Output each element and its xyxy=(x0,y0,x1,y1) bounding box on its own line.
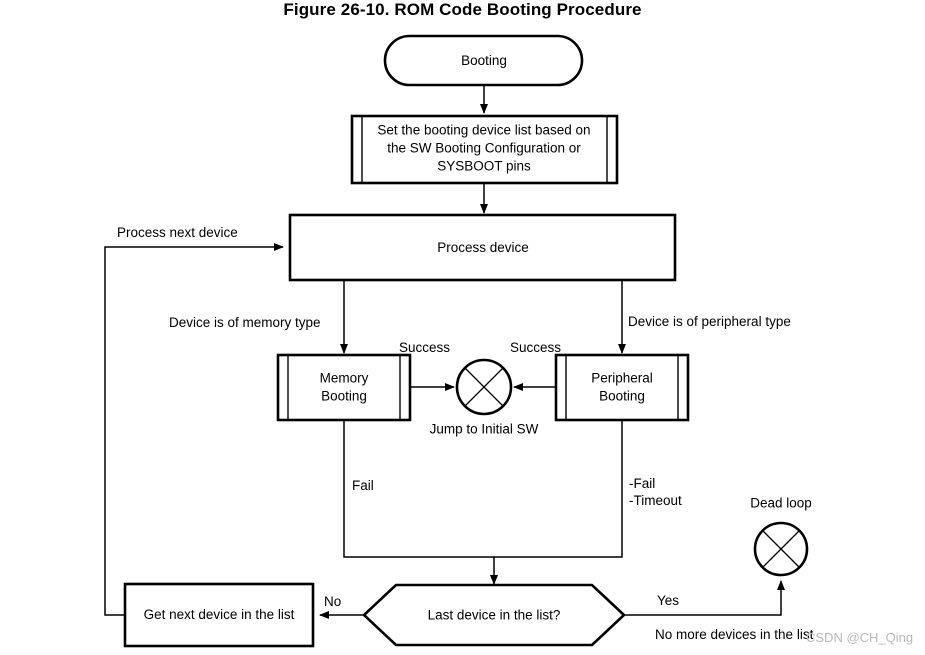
edge-peripheralbooting-fail-timeout xyxy=(494,421,623,558)
node-memory-booting[interactable] xyxy=(276,353,412,422)
node-peripheral-booting[interactable] xyxy=(554,353,690,422)
edge-label-process-next-device: Process next device xyxy=(117,225,238,240)
edge-label-fail-timeout-line2: -Timeout xyxy=(629,493,682,508)
node-last-device-label: Last device in the list? xyxy=(428,608,561,623)
edge-label-fail: Fail xyxy=(352,478,374,493)
edge-label-device-peripheral-type: Device is of peripheral type xyxy=(628,314,791,329)
deadloop-x-icon-stroke2 xyxy=(762,530,800,568)
node-memory-booting-label-line1: Memory xyxy=(320,371,369,386)
node-booting-label: Booting xyxy=(461,53,507,68)
edge-lastdevice-yes-to-deadloop xyxy=(624,580,785,616)
node-set-list-label-line1: Set the booting device list based on xyxy=(377,123,590,138)
figure-title: Figure 26-10. ROM Code Booting Procedure xyxy=(283,0,642,19)
edge-label-success-left: Success xyxy=(399,340,450,355)
edge-label-no-more-devices: No more devices in the list xyxy=(655,627,814,642)
node-jump-to-initial-sw-label: Jump to Initial SW xyxy=(430,422,539,437)
node-peripheral-booting-label-line1: Peripheral xyxy=(591,371,653,386)
node-booting[interactable] xyxy=(383,34,584,87)
edge-memorybooting-fail xyxy=(343,421,494,558)
node-memory-booting-label-line2: Booting xyxy=(321,389,367,404)
node-last-device-in-list[interactable] xyxy=(362,583,626,647)
jump-x-icon-stroke2 xyxy=(464,367,504,407)
node-set-list-label-line2: the SW Booting Configuration or xyxy=(387,141,581,156)
edge-label-fail-timeout-line1: -Fail xyxy=(629,476,655,491)
node-set-booting-device-list[interactable] xyxy=(350,114,619,185)
node-dead-loop-label: Dead loop xyxy=(750,496,812,511)
edge-label-success-right: Success xyxy=(510,340,561,355)
edge-label-device-memory-type: Device is of memory type xyxy=(169,315,321,330)
edge-label-no: No xyxy=(324,594,341,609)
edge-label-yes: Yes xyxy=(657,593,679,608)
node-peripheral-booting-label-line2: Booting xyxy=(599,389,645,404)
node-get-next-device-label: Get next device in the list xyxy=(144,607,295,622)
node-process-device-label: Process device xyxy=(437,240,529,255)
node-process-device[interactable] xyxy=(288,213,677,282)
node-get-next-device[interactable] xyxy=(123,582,315,648)
node-set-list-label-line3: SYSBOOT pins xyxy=(437,159,531,174)
edge-getnext-to-processdevice xyxy=(104,243,284,616)
